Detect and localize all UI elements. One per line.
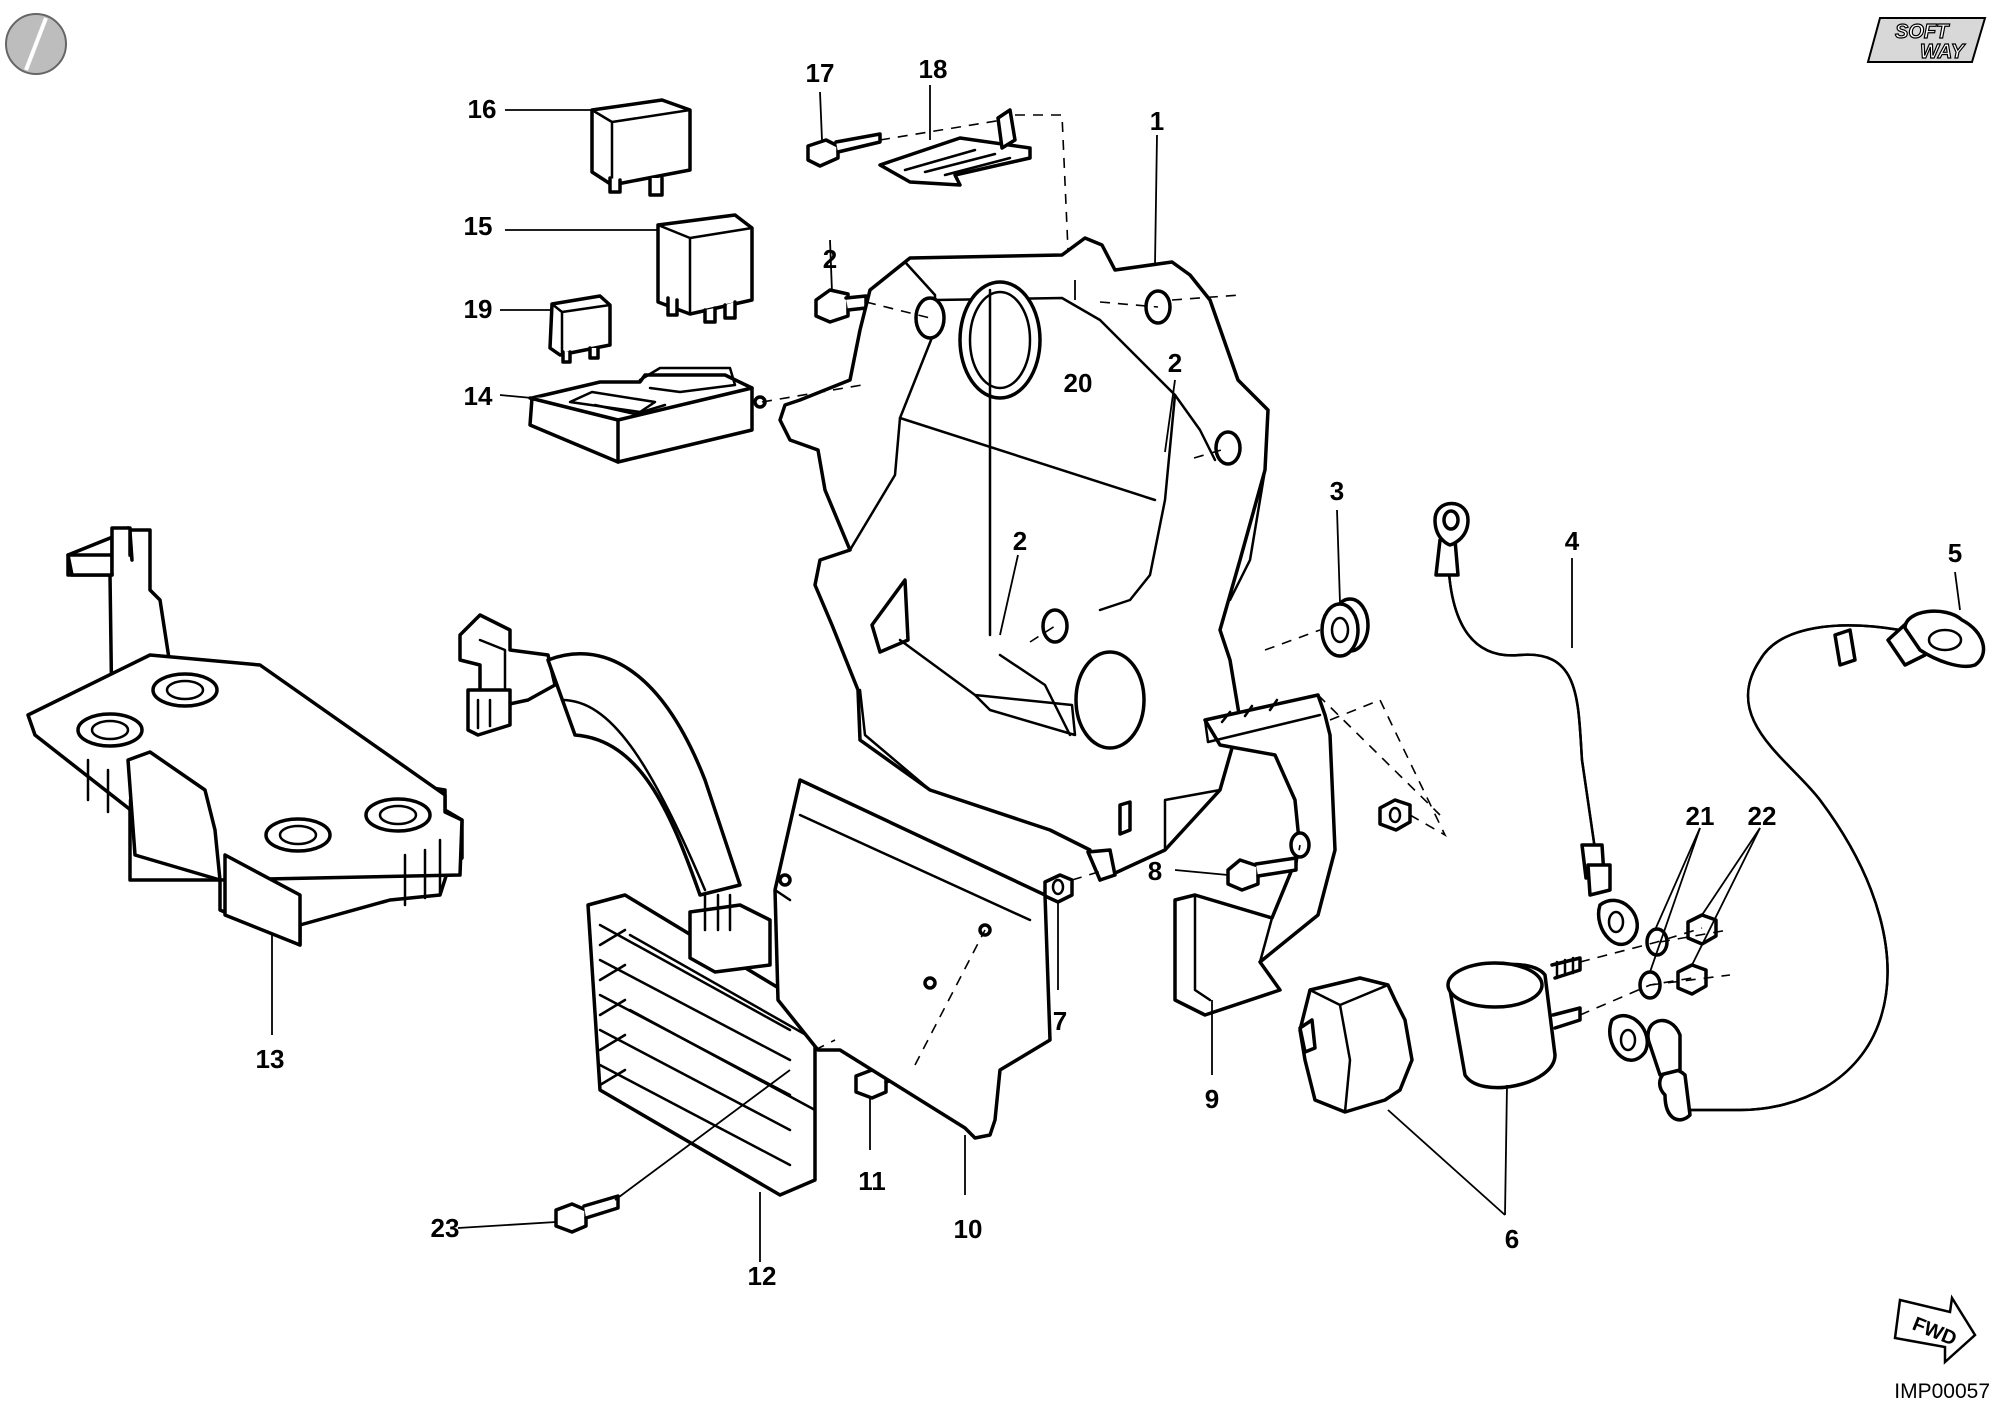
part-13-control-unit (26, 526, 464, 947)
part-6-sensor (1446, 956, 1582, 1090)
forward-arrow-icon: FWD (1893, 1294, 1977, 1365)
callout-10: 10 (954, 1214, 983, 1244)
part-19-relay (548, 294, 612, 364)
callout-18: 18 (919, 54, 948, 84)
part-2-plug-a (814, 288, 868, 324)
part-6-clamp (1298, 976, 1414, 1114)
callout-5: 5 (1948, 538, 1962, 568)
callout-23: 23 (431, 1213, 460, 1243)
part-1-main-bracket (778, 236, 1270, 882)
callout-11: 11 (858, 1166, 886, 1196)
callout-2a: 2 (823, 244, 837, 274)
assembly-lines (761, 114, 1731, 1066)
drawing-code: IMP00057 (1894, 1380, 1990, 1403)
part-4-cable (1433, 501, 1639, 947)
callout-2b: 2 (1168, 348, 1182, 378)
callout-12: 12 (748, 1261, 777, 1291)
callout-9: 9 (1205, 1084, 1219, 1114)
part-18-clip (878, 108, 1032, 187)
callout-6: 6 (1505, 1224, 1519, 1254)
part-3-grommet (1320, 597, 1370, 658)
part-9-bracket (1173, 693, 1337, 1017)
callout-22: 22 (1748, 801, 1777, 831)
round-logo (5, 13, 67, 75)
brand-logo: SOFT WAY (1866, 17, 1987, 64)
part-12-regulator (458, 613, 817, 1197)
part-17-bolt (806, 132, 882, 168)
callout-3: 3 (1330, 476, 1344, 506)
callout-15: 15 (464, 211, 493, 241)
part-16-relay (590, 98, 692, 197)
part-15-relay (656, 213, 754, 324)
callout-4: 4 (1565, 526, 1580, 556)
part-14-relay-holder (528, 366, 767, 464)
callout-7: 7 (1053, 1006, 1067, 1036)
callout-19: 19 (464, 294, 493, 324)
part-23-bolt (554, 1194, 620, 1234)
brand-line1: SOFT (1895, 21, 1950, 43)
part-7-nut (1043, 873, 1074, 904)
callout-20: 20 (1064, 368, 1093, 398)
callout-1: 1 (1150, 106, 1164, 136)
callout-2c: 2 (1013, 526, 1027, 556)
bracket-nut (1378, 798, 1412, 832)
part-10-plate (773, 778, 1052, 1140)
callout-16: 16 (468, 94, 497, 124)
callout-17: 17 (806, 58, 835, 88)
leader-lines (271, 85, 1961, 1262)
brand-line2: WAY (1920, 41, 1966, 63)
callouts: 1 2 2 2 3 4 5 6 7 8 9 10 11 12 13 14 15 … (256, 54, 1963, 1291)
callout-8: 8 (1148, 856, 1162, 886)
callout-21: 21 (1686, 801, 1715, 831)
part-5-cable (1608, 609, 1986, 1122)
callout-14: 14 (464, 381, 493, 411)
callout-13: 13 (256, 1044, 285, 1074)
